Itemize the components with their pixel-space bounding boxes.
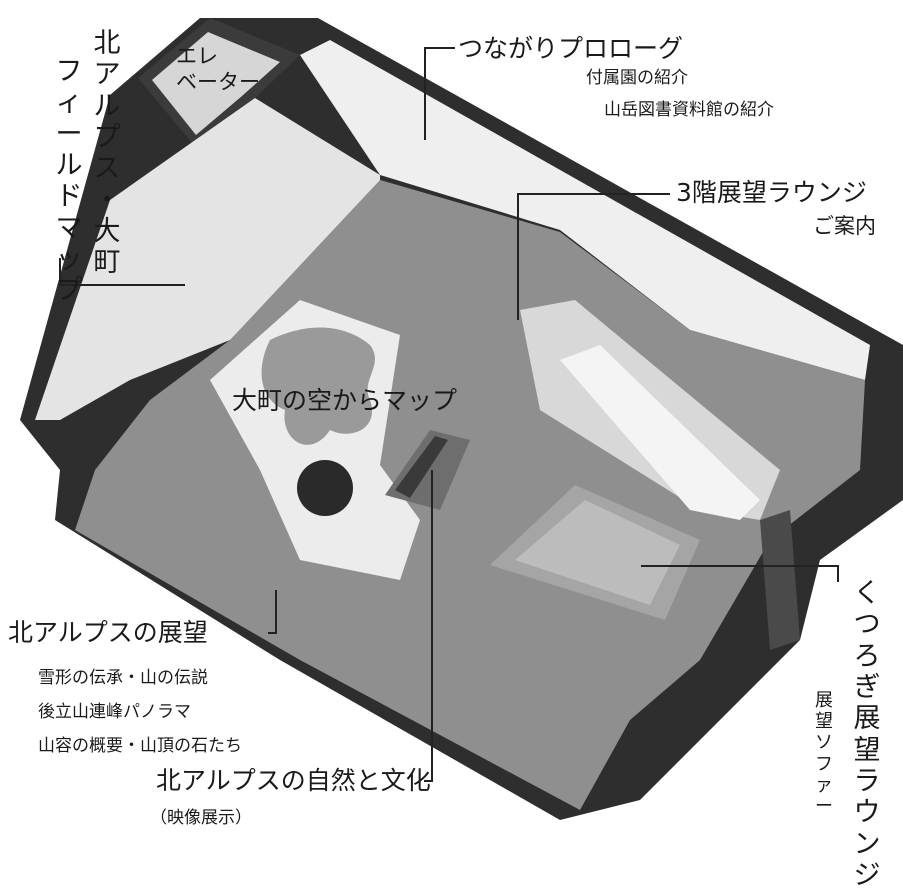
vertical-char: 展 [853, 703, 881, 735]
north-alps-view-title: 北アルプスの展望 [8, 618, 208, 647]
nature-culture-title: 北アルプスの自然と文化 [156, 766, 431, 795]
vertical-char: ン [853, 828, 881, 860]
leader-relax-lounge [641, 565, 839, 582]
elevator-label-line2: ベーター [176, 70, 260, 94]
vertical-char: ー [815, 796, 833, 818]
vertical-char: ジ [853, 859, 881, 891]
lounge3-subtitle: ご案内 [813, 214, 876, 238]
field-map-title-col1: 北アルプス・大町 [92, 28, 122, 279]
vertical-char: つ [853, 609, 881, 641]
elevator-label-line1: エレ [176, 44, 218, 68]
video-screen [395, 436, 448, 498]
vertical-char: ス [93, 153, 121, 185]
lounge3-title: 3階展望ラウンジ [676, 178, 867, 207]
prologue-title: つながりプロローグ [458, 34, 684, 63]
vertical-char: 望 [815, 711, 833, 733]
vertical-char: 望 [853, 734, 881, 766]
north-alps-view-subitem: 後立山連峰パノラマ [38, 702, 191, 722]
vertical-char: 大 [93, 215, 121, 247]
north-alps-view-subitem: 山容の概要・山頂の石たち [38, 736, 242, 756]
vertical-char: ル [93, 90, 121, 122]
vertical-char: プ [55, 275, 83, 307]
vertical-char: 町 [93, 247, 121, 279]
vertical-char: ろ [853, 640, 881, 672]
vertical-char: フ [815, 753, 833, 775]
leader-nature-culture [424, 470, 433, 782]
left-light-wall [35, 98, 380, 420]
sky-map-terrain [261, 327, 375, 445]
vertical-char: ド [55, 181, 83, 213]
vertical-char: マ [55, 212, 83, 244]
elevator-interior [152, 32, 280, 135]
leader-lines [59, 47, 839, 782]
field-map-title-col2: フィールドマップ [54, 56, 84, 307]
vertical-char: 展 [815, 690, 833, 711]
vertical-char: フ [55, 56, 83, 87]
leader-field-map [59, 258, 185, 286]
north-alps-view-subitem: 雪形の伝承・山の伝説 [38, 668, 208, 688]
prologue-wall [300, 40, 870, 380]
vertical-char: ル [55, 149, 83, 181]
vertical-char: ア [93, 59, 121, 91]
relax-lounge-label: くつろぎ展望ラウンジ [852, 578, 882, 891]
sky-map-label: 大町の空からマップ [232, 386, 458, 415]
prologue-subitem: 付属園の紹介 [586, 68, 688, 88]
vertical-char: ラ [853, 765, 881, 797]
leader-north-alps-view [268, 590, 277, 634]
leader-lounge3 [517, 193, 670, 320]
vertical-char: ・ [93, 184, 121, 216]
vertical-char: く [853, 578, 881, 609]
leader-prologue [424, 47, 455, 140]
sky-map-disk [297, 460, 353, 516]
vertical-char: ァ [815, 774, 833, 796]
sofa-label: 展望ソファー [813, 690, 835, 817]
vertical-char: プ [93, 121, 121, 153]
prologue-subitem: 山岳図書資料館の紹介 [604, 100, 774, 120]
vertical-char: ィ [55, 87, 83, 119]
staircase-opening [560, 345, 760, 520]
nature-culture-subtitle: （映像展示） [150, 808, 252, 828]
vertical-char: ー [55, 118, 83, 150]
lounge-pillar [760, 510, 800, 650]
floor-plan-diagram [20, 18, 903, 820]
vertical-char: ウ [853, 797, 881, 829]
lounge-sofa-seat [515, 500, 680, 605]
vertical-char: 北 [93, 28, 121, 59]
vertical-char: ぎ [853, 671, 881, 703]
vertical-char: ッ [55, 243, 83, 275]
vertical-char: ソ [815, 732, 833, 754]
